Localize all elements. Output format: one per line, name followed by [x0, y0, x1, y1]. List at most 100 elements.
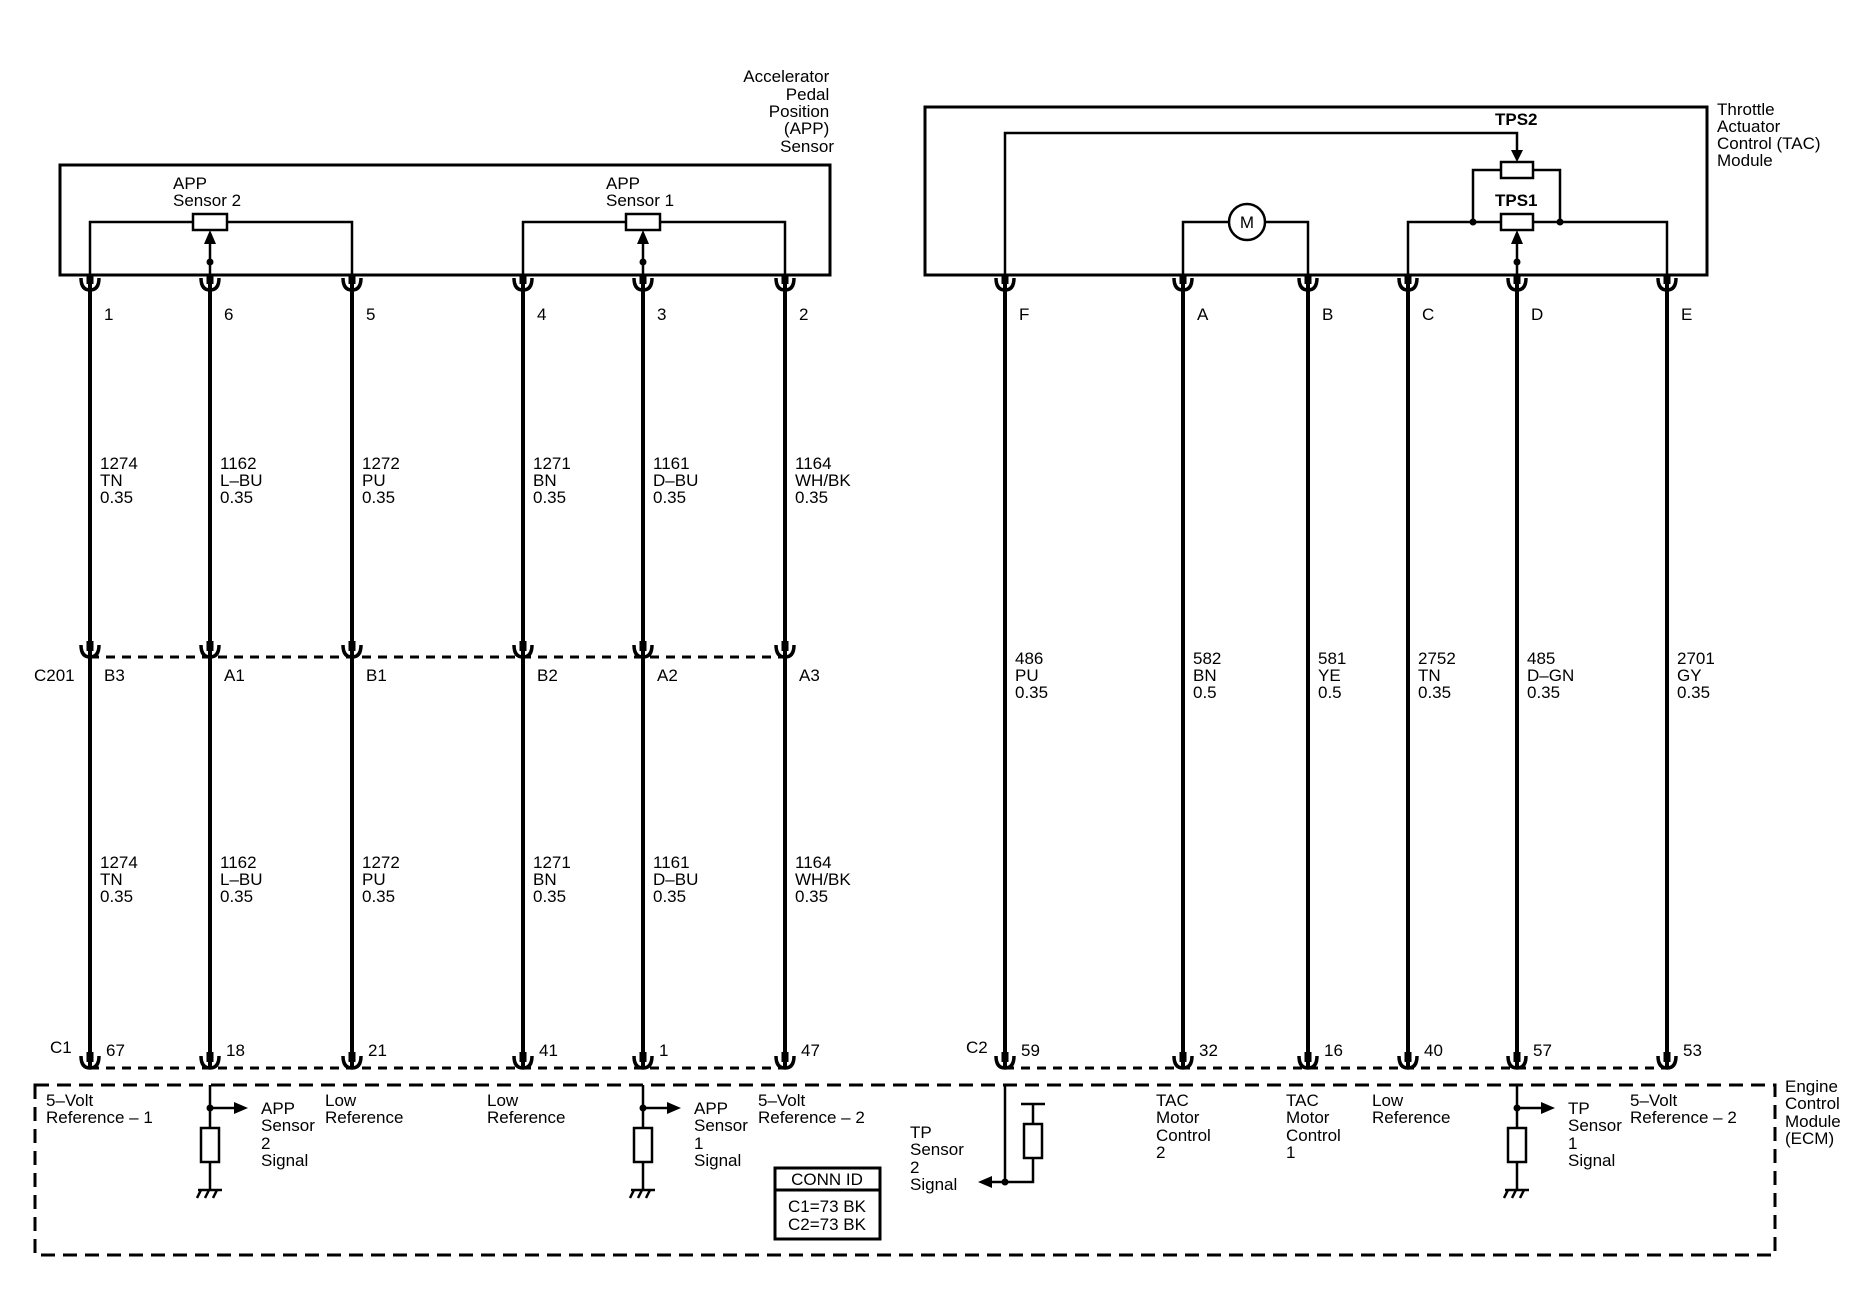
circuit-3-c201-pin	[512, 641, 534, 659]
circuit-5-top-pin-label: 2	[799, 305, 808, 324]
conn-id-header: CONN ID	[791, 1170, 863, 1189]
circuit-2-top-pin	[341, 274, 363, 292]
circuit-9-ecm-pin	[1397, 1052, 1419, 1070]
circuit-4-ecm-pin	[632, 1052, 654, 1070]
app-sensor-1-label: APP Sensor 1	[606, 174, 674, 210]
circuit-9-ecm-pin-label: 40	[1424, 1041, 1443, 1060]
ecm-label-tp-sensor-1-signal: TP Sensor 1 Signal	[1568, 1099, 1627, 1170]
ecm-label-app-sensor-1-signal: APP Sensor 1 Signal	[694, 1099, 753, 1170]
circuit-6-top-pin-label: F	[1019, 305, 1029, 324]
app-sensor-1-potentiometer	[521, 212, 787, 275]
circuit-3-c201-pin-label: B2	[537, 666, 558, 685]
circuit-7-ecm-pin-label: 32	[1199, 1041, 1218, 1060]
circuit-10-top-pin	[1506, 274, 1528, 292]
tps1-label: TPS1	[1495, 191, 1538, 210]
circuit-10-top-pin-label: D	[1531, 305, 1543, 324]
circuit-10-ecm-pin-label: 57	[1533, 1041, 1552, 1060]
app-sensor-2-label: APP Sensor 2	[173, 174, 241, 210]
circuit-3-top-pin	[512, 274, 534, 292]
circuit-3-ecm-pin	[512, 1052, 534, 1070]
ecm-label-5v-ref-2-tps: 5–Volt Reference – 2	[1630, 1091, 1737, 1127]
circuit-5-ecm-pin-label: 47	[801, 1041, 820, 1060]
circuit-6-ecm-pin	[994, 1052, 1016, 1070]
circuit-1-top-pin-label: 6	[224, 305, 233, 324]
ecm-label-tac-motor-control-2: TAC Motor Control 2	[1156, 1091, 1216, 1162]
circuit-1-ecm-pin	[199, 1052, 221, 1070]
motor-symbol	[1227, 202, 1267, 242]
circuit-4-ecm-pin-label: 1	[659, 1041, 668, 1060]
circuit-5-ecm-pin	[774, 1052, 796, 1070]
ecm-label-5v-ref-2-app: 5–Volt Reference – 2	[758, 1091, 865, 1127]
connector-c201-label: C201	[34, 666, 75, 685]
app-sensor-title: Accelerator Pedal Position (APP) Sensor	[743, 67, 834, 156]
circuit-11-top-pin	[1656, 274, 1678, 292]
circuit-2-c201-pin	[341, 641, 363, 659]
tps2-label: TPS2	[1495, 110, 1538, 129]
circuit-11-ecm-pin-label: 53	[1683, 1041, 1702, 1060]
connector-c1-label: C1	[50, 1038, 72, 1057]
circuit-1-c201-pin-label: A1	[224, 666, 245, 685]
circuit-4-top-pin-label: 3	[657, 305, 666, 324]
ecm-label-5v-ref-1: 5–Volt Reference – 1	[46, 1091, 153, 1127]
ecm-tp-sensor-1-signal-circuit	[1502, 1085, 1555, 1199]
conn-id-box	[773, 1166, 882, 1241]
circuit-11-top-pin-label: E	[1681, 305, 1692, 324]
circuit-1-ecm-pin-label: 18	[226, 1041, 245, 1060]
circuit-7-top-pin-label: A	[1197, 305, 1209, 324]
circuit-6-ecm-pin-label: 59	[1021, 1041, 1040, 1060]
connector-c2-label: C2	[966, 1038, 988, 1057]
app-sensor-2-potentiometer	[88, 212, 354, 275]
circuit-6-top-pin	[994, 274, 1016, 292]
text-labels: Accelerator Pedal Position (APP) Sensor …	[34, 67, 1846, 1234]
circuit-11-ecm-pin	[1656, 1052, 1678, 1070]
circuit-0-top-pin-label: 1	[104, 305, 113, 324]
circuit-7-top-pin	[1172, 274, 1194, 292]
circuit-5-c201-pin	[774, 641, 796, 659]
circuit-2-ecm-pin	[341, 1052, 363, 1070]
circuit-0-ecm-pin-label: 67	[106, 1041, 125, 1060]
circuit-2-c201-pin-label: B1	[366, 666, 387, 685]
app-sensor-box	[58, 163, 832, 277]
circuit-0-ecm-pin	[79, 1052, 101, 1070]
ecm-label-app-sensor-2-signal: APP Sensor 2 Signal	[261, 1099, 320, 1170]
circuit-8-top-pin	[1297, 274, 1319, 292]
conn-id-c1: C1=73 BK	[788, 1197, 867, 1216]
circuit-0-top-pin	[79, 274, 101, 292]
static-shapes	[33, 105, 1777, 1257]
ecm-label-low-ref-tps: Low Reference	[1372, 1091, 1450, 1127]
circuit-1-top-pin	[199, 274, 221, 292]
circuit-0-c201-pin	[79, 641, 101, 659]
tac-module-box	[923, 105, 1709, 277]
ecm-label-low-ref-app1: Low Reference	[487, 1091, 565, 1127]
ecm-box	[33, 1083, 1777, 1257]
ecm-app-sensor-1-signal-circuit	[628, 1085, 681, 1199]
circuit-5-c201-pin-label: A3	[799, 666, 820, 685]
circuit-4-top-pin	[632, 274, 654, 292]
conn-id-c2: C2=73 BK	[788, 1215, 867, 1234]
circuit-4-c201-pin	[632, 641, 654, 659]
circuit-9-top-pin-label: C	[1422, 305, 1434, 324]
circuit-5-top-pin	[774, 274, 796, 292]
circuit-8-ecm-pin-label: 16	[1324, 1041, 1343, 1060]
tps-circuit	[1003, 131, 1669, 275]
ecm-label-tac-motor-control-1: TAC Motor Control 1	[1286, 1091, 1346, 1162]
circuit-2-ecm-pin-label: 21	[368, 1041, 387, 1060]
ecm-label-low-ref-app2: Low Reference	[325, 1091, 403, 1127]
circuit-0-c201-pin-label: B3	[104, 666, 125, 685]
tac-module-title: Throttle Actuator Control (TAC) Module	[1717, 100, 1825, 170]
ecm-title: Engine Control Module (ECM)	[1785, 1077, 1846, 1148]
circuit-3-ecm-pin-label: 41	[539, 1041, 558, 1060]
